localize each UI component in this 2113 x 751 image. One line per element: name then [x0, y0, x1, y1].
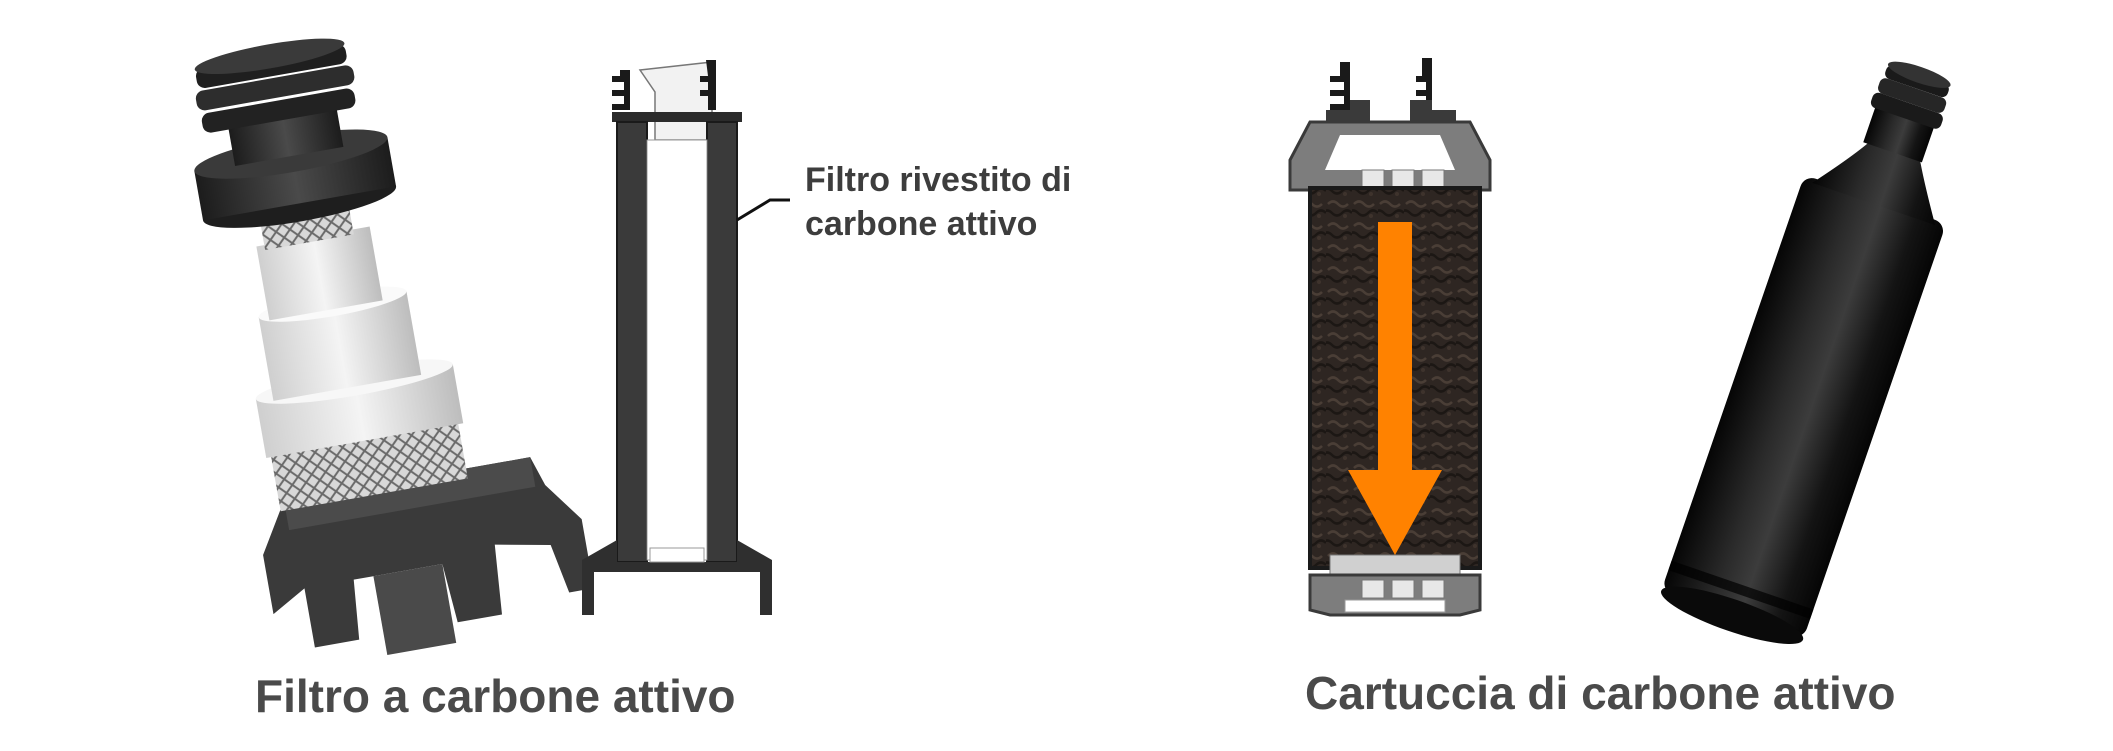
cap-thread-2 — [195, 65, 355, 111]
cartridge-body — [1664, 178, 1944, 637]
flow-direction-arrow — [1348, 222, 1442, 555]
lower-foam-ring — [255, 364, 464, 459]
carbon-coated-filter-callout: Filtro rivestito di carbone attivo — [805, 158, 1071, 246]
callout-line-1: Filtro rivestito di — [805, 161, 1072, 199]
callout-leader-line — [736, 198, 790, 222]
exploded-filter-illustration — [194, 38, 594, 655]
cap-thread-1 — [201, 88, 356, 133]
right-caption: Cartuccia di carbone attivo — [1305, 667, 1896, 719]
right-wall — [706, 121, 738, 563]
callout-line-2: carbone attivo — [805, 205, 1038, 243]
bottom-mount — [263, 457, 594, 655]
black-cartridge-illustration — [1660, 61, 1951, 645]
left-wall — [616, 121, 648, 563]
inner-foam-core — [256, 226, 383, 321]
cartridge-cross-section — [1288, 58, 1492, 617]
left-caption: Filtro a carbone attivo — [255, 670, 736, 722]
filter-cross-section — [582, 60, 772, 615]
